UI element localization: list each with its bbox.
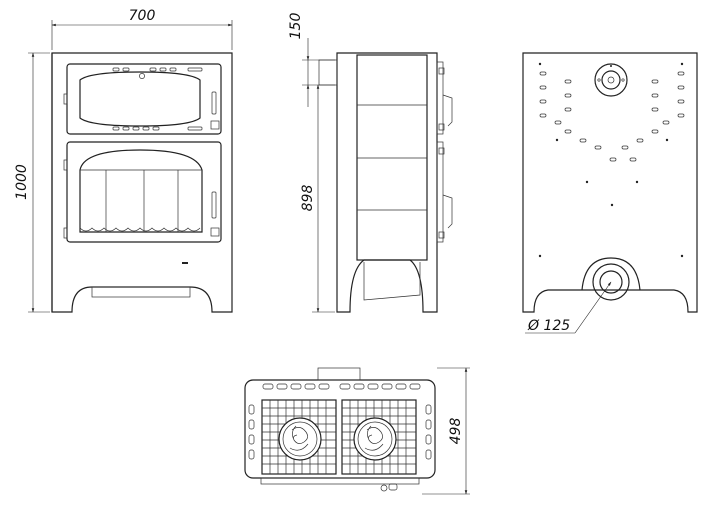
top-view-vent-slots-top [262,383,421,390]
side-oven-handle [442,94,453,127]
width-dimension-label: 700 [129,8,156,24]
flue-diameter-label: Ø 125 [527,318,570,334]
side-firebox-handle [442,194,453,229]
rear-body-outline [522,52,698,313]
side-body-outline [336,52,438,313]
rear-screw-holes [538,62,684,258]
top-view-front-rail [260,477,420,485]
left-burner-plate [278,417,322,461]
firebox-hinge-bottom [63,227,68,239]
side-firebox-door-edge [436,141,444,243]
depth-dimension-label: 498 [448,418,464,445]
oven-window [79,71,201,127]
right-burner-plate [353,417,397,461]
left-burner-dragon-ornament [289,425,309,451]
side-oven-door-edge [436,61,444,135]
top-section-dimension-label: 150 [288,13,304,40]
top-view-right-cooking-grill [341,399,417,475]
oven-latch [210,120,220,130]
firebox-latch [210,227,220,237]
rear-bottom-flue [592,263,630,301]
right-burner-dragon-ornament [364,425,384,451]
oven-handle [211,91,217,115]
oven-vent-slots-bottom [112,126,203,131]
rear-top-flue [594,63,628,97]
top-view-flue-collar [317,367,361,381]
oven-vent-slots-top [112,67,203,72]
rear-bottom-flue-collar [581,257,641,291]
front-view: 700 1000 [14,8,233,313]
firebox-grate [79,227,201,232]
front-logo-plate [182,262,188,264]
firebox-door [66,141,222,243]
rear-view: Ø 125 [522,52,698,334]
top-view-vent-slots-sides [248,404,432,460]
side-view: 150 898 [288,13,453,313]
firebox-handle [211,191,217,219]
height-dimension-label: 1000 [14,164,30,200]
rear-vent-slots [539,71,685,162]
top-view-latches [380,483,398,492]
front-ash-drawer [91,286,191,298]
side-flue-collar [318,59,338,86]
side-panel [356,54,428,261]
top-view-outline [244,379,436,479]
flue-diameter-leader [574,281,612,334]
body-height-dimension-label: 898 [300,185,316,212]
front-body-outline [51,52,233,313]
firebox-hinge-top [63,159,68,171]
oven-hinge [63,93,68,105]
top-view: 498 [244,367,470,495]
top-view-left-cooking-grill [261,399,337,475]
side-ash-tray [363,262,421,301]
firebox-window [79,149,203,233]
